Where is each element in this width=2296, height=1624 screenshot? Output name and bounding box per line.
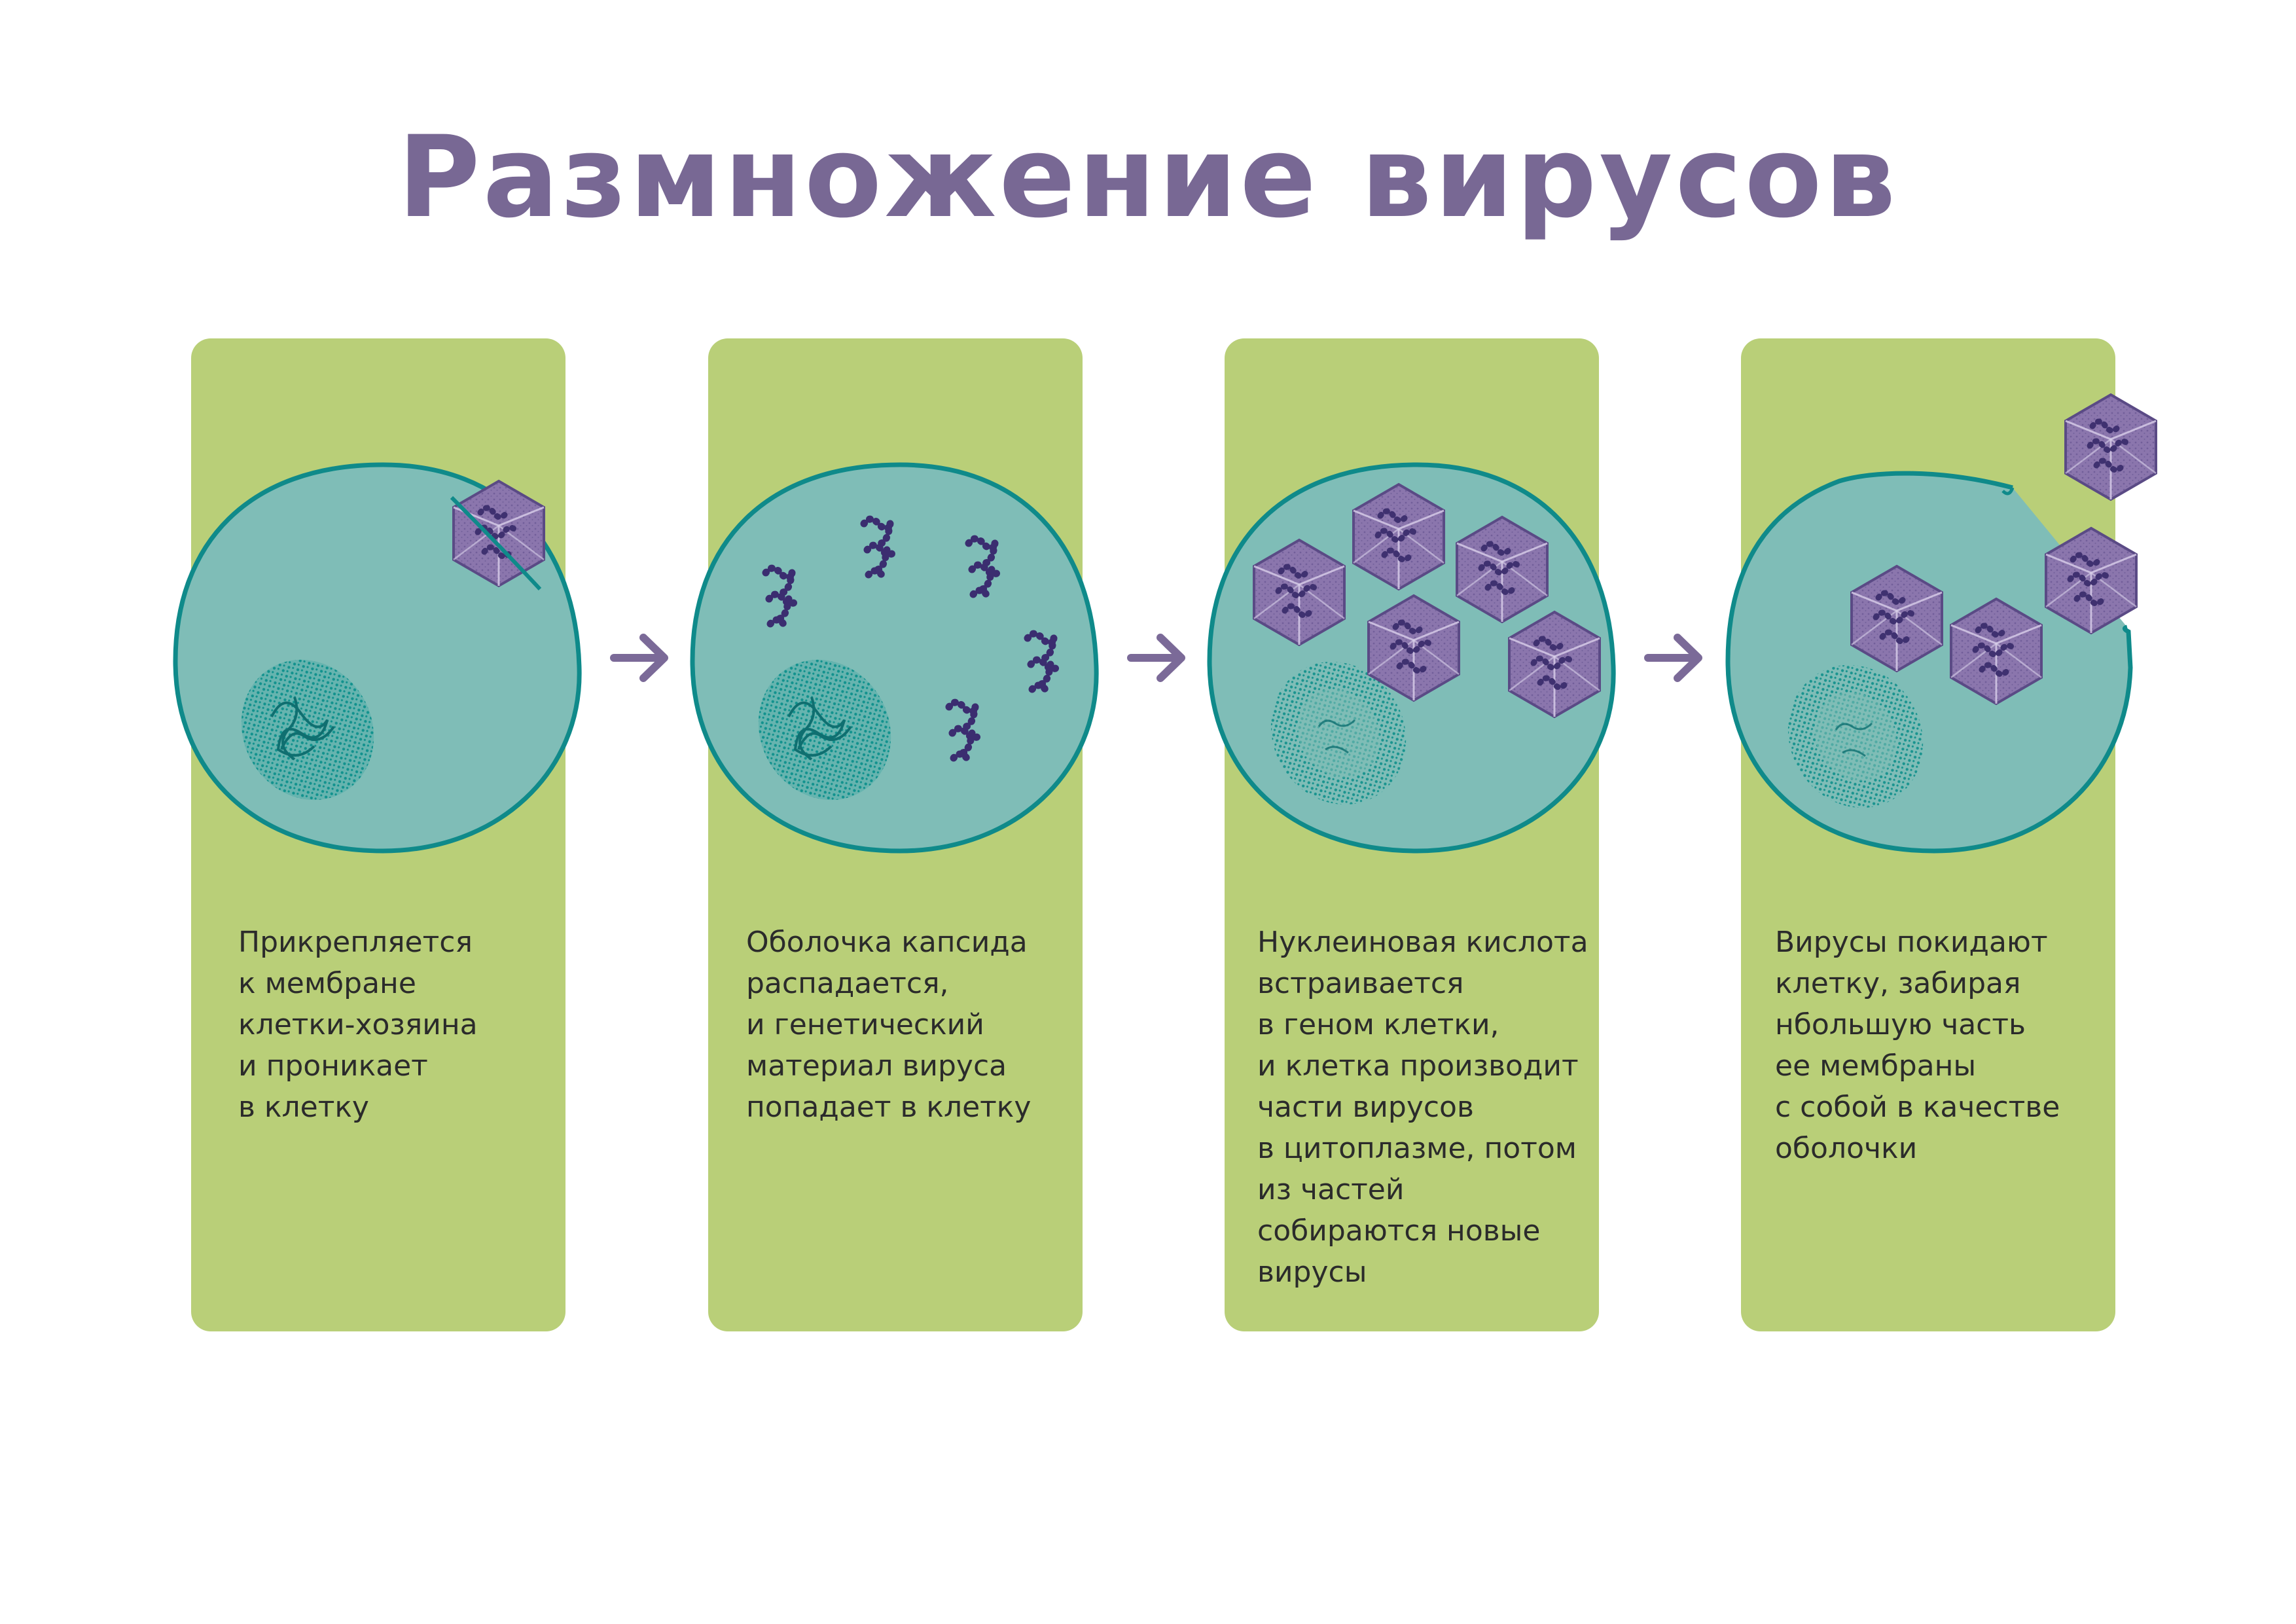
step-panel-2 — [708, 338, 1083, 1331]
step-panel-1 — [191, 338, 565, 1331]
arrow-right-icon — [1127, 634, 1185, 682]
step-caption-3: Нуклеиновая кислота встраивается в геном… — [1257, 926, 1588, 1289]
arrow-right-icon — [610, 634, 668, 682]
arrow-right-icon — [1644, 634, 1702, 682]
step-panel-4 — [1741, 338, 2115, 1331]
step-caption-2: Оболочка капсида распадается, и генетиче… — [746, 926, 1031, 1124]
step-caption-1: Прикрепляется к мембране клетки-хозяина … — [238, 926, 478, 1124]
page-title: Размножение вирусов — [397, 111, 1899, 243]
step-caption-4: Вирусы покидают клетку, забирая нбольшую… — [1775, 926, 2060, 1165]
